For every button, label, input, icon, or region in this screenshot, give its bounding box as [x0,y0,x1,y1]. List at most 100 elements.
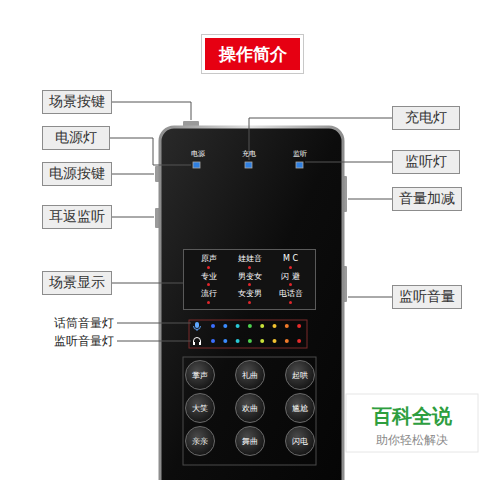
level-led [211,324,215,328]
mic-icon [194,322,201,331]
leader-lines [110,102,392,341]
leader-line [117,323,191,324]
callout-box: 监听音量 [392,285,462,309]
led [193,162,200,168]
callout-text: 场景显示 [49,274,105,292]
level-led [285,339,289,343]
scene-indicator [248,266,251,269]
button-label: 大笑 [192,403,208,414]
scene-cell: 娃娃音 [229,253,270,271]
leader-line [112,283,183,284]
button-label: 亲亲 [192,436,208,447]
scene-button: 起哄 [285,360,315,390]
callout-box: 电源按键 [42,162,112,186]
level-led [248,324,252,328]
level-led [211,339,215,343]
scene-indicator [248,283,251,286]
level-led [236,324,240,328]
scene-display: 原声 娃娃音M C 专业 男变女 闪 避流行 女变男电话音 [183,249,316,310]
callout-box: 监听灯 [392,150,460,174]
scene-name: 原声 [201,255,217,263]
level-led [260,339,264,343]
headphone-icon [199,342,201,345]
button-label: 尴尬 [292,403,308,414]
level-led [285,324,289,328]
scene-indicator [289,301,292,304]
led-label: 充电 [242,149,256,159]
button-label: 欢曲 [242,403,258,414]
callout-box: 充电灯 [392,106,460,130]
leader-line [305,162,392,163]
leader-line [110,174,154,175]
level-led [236,339,240,343]
mic-icon [194,326,201,331]
scene-cell: 女变男 [229,288,270,306]
callout-box: 场景按键 [42,90,112,114]
mic-icon [195,322,199,328]
button-label: 掌声 [192,370,208,381]
headphone-icon [193,338,201,346]
callout-text: 监听灯 [405,153,447,171]
callout-text: 充电灯 [405,109,447,127]
leader-line [117,341,191,342]
button-label: 闪电 [292,436,308,447]
led-label: 监听 [293,149,307,159]
led [296,162,303,168]
callout-text: 耳返监听 [49,208,105,226]
title-box: 操作简介 [205,38,300,70]
scene-cell: 专业 [188,271,229,289]
scene-name: 闪 避 [281,273,300,281]
scene-name: 专业 [201,273,217,281]
button-label: 起哄 [292,370,308,381]
led [245,162,252,168]
scene-button: 礼曲 [235,360,265,390]
scene-indicator [248,301,251,304]
leader-line [249,118,392,160]
level-led [297,324,301,328]
scene-name: 流行 [201,290,217,298]
leader-line [110,217,154,218]
callout-box: 音量加减 [392,187,462,211]
callout-box: 场景显示 [42,271,112,295]
watermark: 助你轻松解决 [376,432,448,449]
watermark-ground [346,394,478,452]
level-box [189,320,307,348]
title-text: 操作简介 [219,43,287,66]
scene-cell: 电话音 [270,288,311,306]
level-led [223,324,227,328]
scene-button: 亲亲 [185,426,215,456]
level-led [297,339,301,343]
scene-cell: 闪 避 [270,271,311,289]
scene-button: 欢曲 [235,393,265,423]
callout-text: 场景按键 [49,93,105,111]
button-panel [183,357,316,465]
level-led [260,324,264,328]
scene-indicator [289,283,292,286]
scene-button: 舞曲 [235,426,265,456]
button-label: 舞曲 [242,436,258,447]
scene-button: 闪电 [285,426,315,456]
watermark: 百科全说 [372,403,452,430]
leader-line [110,138,191,165]
callout-text: 电源灯 [55,129,97,147]
level-led [273,339,277,343]
scene-cell: 原声 [188,253,229,271]
level-leds [211,324,301,343]
leader-line [110,102,191,120]
scene-name: 男变女 [238,273,262,281]
scene-button: 尴尬 [285,393,315,423]
led-label: 电源 [191,149,205,159]
level-led [273,324,277,328]
scene-cell: M C [270,253,311,271]
callout-text: 监听音量 [399,288,455,306]
leader-line [348,199,392,200]
scene-button: 掌声 [185,360,215,390]
callout-text: 音量加减 [399,190,455,208]
headphone-icon [193,342,195,345]
device-body [160,127,343,480]
button-label: 礼曲 [242,370,258,381]
scene-indicator [207,301,210,304]
scene-cell: 流行 [188,288,229,306]
part-label: 监听音量灯 [54,333,114,350]
